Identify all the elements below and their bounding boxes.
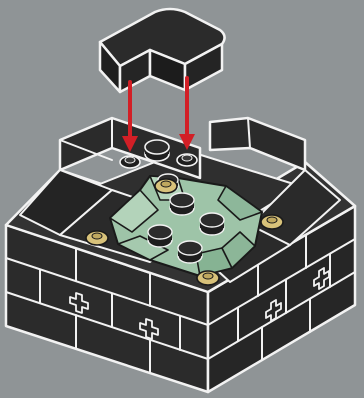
target-stud-middle	[145, 140, 169, 161]
target-stud-left	[120, 156, 140, 168]
round-tile-front	[197, 271, 219, 285]
round-stud-icon	[200, 213, 224, 235]
round-tile-right	[261, 215, 283, 229]
round-stud-icon	[170, 193, 194, 215]
round-stud-icon	[148, 225, 172, 247]
round-tile-left	[86, 231, 108, 245]
corner-brick-icon	[100, 9, 225, 92]
round-tile-back	[155, 179, 177, 193]
round-stud-icon	[178, 241, 202, 263]
target-stud-right	[177, 154, 197, 166]
